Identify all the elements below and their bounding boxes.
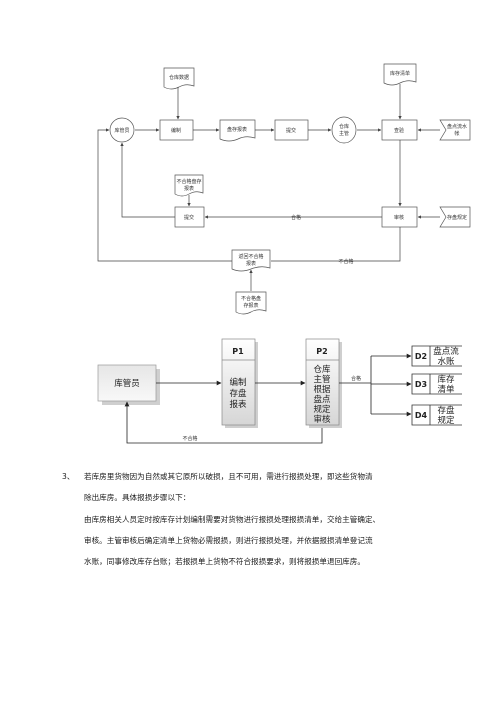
label-not-qualified: 不合格 xyxy=(338,258,353,265)
label-unqualified-report-1: 不合格盘存 xyxy=(176,178,201,185)
paragraph-line-2: 除出库房。具体报损步骤以下： xyxy=(84,493,191,502)
flowchart-2-labels: 库管员 P1 编制 存盘 报表 P2 仓库 主管 根据 盘点 规定 审核 合格 … xyxy=(114,346,459,442)
flowchart-1 xyxy=(109,63,471,315)
paragraph-line-1: 若库房里货物因为自然或其它原所以破损，且不可用，需进行报损处理，即这些货物清 xyxy=(84,472,373,481)
doc-rules xyxy=(439,206,471,228)
dfd-label-p2-line5: 规定 xyxy=(313,404,331,415)
paragraph-line-5: 水账，同事修改库存台账；若报损单上货物不符合报损要求，则将报损单退回库房。 xyxy=(84,557,365,566)
dfd-label-p2-line2: 主管 xyxy=(313,374,330,385)
dfd-label-d3-line2: 清单 xyxy=(437,384,455,395)
doc-inventory-list xyxy=(383,63,417,86)
flowchart-1-edges xyxy=(97,84,440,291)
dfd-label-d2-line2: 水账 xyxy=(437,356,455,367)
label-edit: 编制 xyxy=(171,127,181,134)
paragraph-line-3: 由库房相关人员定时按库存计划编制需要对货物进行报损处理报损清单，交给主管确定、 xyxy=(84,515,381,524)
item-number: 3、 xyxy=(62,472,75,481)
label-submit2: 提交 xyxy=(184,214,194,221)
dfd-label-p2-line3: 根据 xyxy=(313,384,331,395)
node-review xyxy=(381,119,418,141)
label-review: 查验 xyxy=(394,127,404,134)
doc-stock-report xyxy=(219,119,256,142)
label-report2-1: 不合格盘 xyxy=(241,295,261,302)
dfd-label-d4-line1: 存盘 xyxy=(437,405,455,416)
dfd-label-p2-line4: 盘点 xyxy=(313,394,331,405)
dfd-label-d2-line1: 盘点流 xyxy=(433,346,459,357)
doc-return xyxy=(231,249,271,272)
dfd-keeper xyxy=(97,364,157,402)
doc-warehouse-data xyxy=(163,67,195,90)
flowchart-2-edges xyxy=(124,353,412,444)
dfd-store-d3 xyxy=(411,373,462,395)
dfd-label-d4: D4 xyxy=(415,411,428,420)
dfd-label-keeper: 库管员 xyxy=(114,378,140,389)
dfd-label-d3-line1: 库存 xyxy=(437,374,455,385)
flowchart-1-labels: 仓库数据 库管员 编制 盘存报表 提交 仓库 主管 库存清单 查验 盘点流水 帐… xyxy=(114,70,467,309)
dfd-label-p2-line6: 审核 xyxy=(313,414,331,425)
label-report2-2: 存报表 xyxy=(243,302,258,309)
dfd-label-p2: P2 xyxy=(316,347,327,356)
dfd-store-d4 xyxy=(411,404,462,426)
label-return-1: 返回不合格 xyxy=(238,253,263,260)
dfd-label-p2-line1: 仓库 xyxy=(313,364,331,375)
dfd-label-p1-line1: 编制 xyxy=(229,377,246,388)
label-unqualified-report-2: 报表 xyxy=(184,185,194,192)
flowchart-2 xyxy=(97,338,462,428)
dfd-label-not-qualified: 不合格 xyxy=(182,435,197,442)
doc-ledger xyxy=(439,119,471,141)
dfd-label-p1-line2: 存盘 xyxy=(229,388,247,399)
doc-unqualified-report xyxy=(174,174,204,197)
label-inventory-list: 库存清单 xyxy=(390,70,410,77)
label-supervisor-2: 主管 xyxy=(339,130,349,137)
label-stock-report: 盘存报表 xyxy=(227,126,247,133)
dfd-process-p2 xyxy=(305,338,340,426)
label-ledger-1: 盘点流水 xyxy=(447,123,467,130)
label-qualified: 合格 xyxy=(291,214,301,221)
dfd-label-p1: P1 xyxy=(232,347,244,356)
node-supervisor xyxy=(331,116,357,144)
dfd-label-d2: D2 xyxy=(415,352,427,361)
label-supervisor-1: 仓库 xyxy=(339,123,349,130)
dfd-label-d4-line2: 规定 xyxy=(437,415,455,426)
paragraph-line-4: 审核。主管审核后确定清单上货物必需报损，则进行报损处理，并依据报损清单登记流 xyxy=(84,536,373,545)
dfd-label-qualified: 合格 xyxy=(351,375,361,382)
label-return-2: 报表 xyxy=(246,260,256,267)
dfd-label-p1-line3: 报表 xyxy=(229,399,247,410)
dfd-process-p1 xyxy=(221,338,256,426)
node-keeper xyxy=(109,117,135,143)
label-submit: 提交 xyxy=(286,127,296,134)
dfd-store-d2 xyxy=(411,345,462,367)
dfd-label-d3: D3 xyxy=(415,380,427,389)
label-keeper: 库管员 xyxy=(114,127,129,134)
label-rules: 存盘规定 xyxy=(447,214,467,221)
label-approve: 审核 xyxy=(394,214,404,221)
label-warehouse-data: 仓库数据 xyxy=(169,74,189,81)
label-ledger-2: 帐 xyxy=(454,130,459,137)
doc-report2 xyxy=(235,291,267,315)
